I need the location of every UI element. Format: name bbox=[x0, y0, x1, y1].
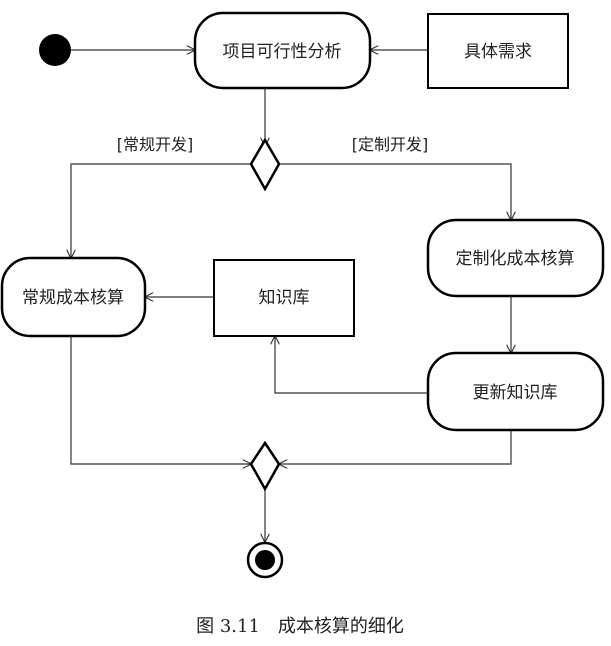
activity-update-kb: 更新知识库 bbox=[426, 351, 605, 432]
object-knowledge-base-label: 知识库 bbox=[259, 288, 310, 308]
edge-regular-to-merge bbox=[70, 336, 251, 464]
edge-update-to-kb bbox=[275, 336, 428, 394]
activity-custom-cost: 定制化成本核算 bbox=[426, 218, 605, 298]
merge-node bbox=[249, 440, 281, 492]
object-requirements: 具体需求 bbox=[427, 13, 569, 89]
object-requirements-label: 具体需求 bbox=[464, 42, 532, 62]
final-node bbox=[246, 541, 284, 579]
decision-node bbox=[249, 137, 281, 192]
figure-caption: 图 3.11 成本核算的细化 bbox=[196, 616, 404, 637]
initial-node bbox=[39, 34, 71, 66]
activity-regular-cost-label: 常规成本核算 bbox=[22, 288, 124, 308]
guard-custom-label: [定制开发] bbox=[352, 135, 429, 154]
guard-regular-label: [常规开发] bbox=[117, 135, 194, 154]
activity-feasibility-label: 项目可行性分析 bbox=[223, 42, 342, 62]
activity-custom-cost-label: 定制化成本核算 bbox=[456, 249, 575, 269]
edge-decision-to-custom bbox=[279, 163, 511, 220]
edge-update-to-merge bbox=[279, 430, 512, 464]
activity-feasibility: 项目可行性分析 bbox=[193, 11, 372, 90]
edge-decision-to-regular bbox=[71, 163, 251, 258]
object-knowledge-base: 知识库 bbox=[213, 259, 355, 337]
activity-update-kb-label: 更新知识库 bbox=[473, 383, 558, 403]
activity-regular-cost: 常规成本核算 bbox=[0, 256, 147, 338]
